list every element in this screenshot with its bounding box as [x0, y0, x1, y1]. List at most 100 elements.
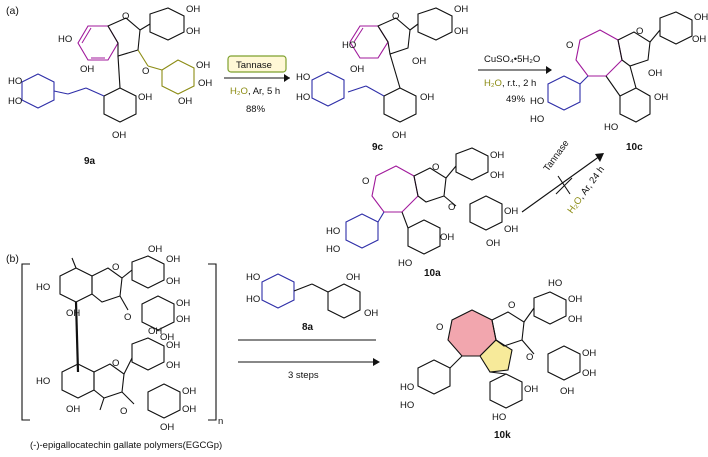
- atom-label: OH: [582, 348, 596, 359]
- atom-label: OH: [176, 314, 190, 325]
- atom-label: OH: [166, 254, 180, 265]
- polymer-subscript: n: [218, 416, 223, 427]
- atom-label: OH: [346, 272, 360, 283]
- atom-label: HO: [548, 278, 562, 289]
- structure-9a: [21, 7, 195, 123]
- atom-label: HO: [530, 96, 544, 107]
- atom-label: HO: [398, 258, 412, 269]
- structure-9c: [311, 7, 453, 123]
- structure-10c: [547, 11, 693, 123]
- atom-label: HO: [530, 114, 544, 125]
- panel-label-a: (a): [6, 5, 19, 17]
- atom-label: OH: [524, 384, 538, 395]
- structure-egcgp: [21, 255, 217, 421]
- atom-label: HO: [8, 76, 22, 87]
- tannase-box: [227, 55, 287, 73]
- tannase-label: Tannase: [236, 60, 272, 71]
- atom-label: O: [448, 202, 455, 213]
- atom-label: HO: [492, 412, 506, 423]
- atom-label: O: [508, 300, 515, 311]
- atom-label: OH: [80, 64, 94, 75]
- atom-label: OH: [66, 404, 80, 415]
- atom-label: OH: [166, 276, 180, 287]
- atom-label: OH: [160, 332, 174, 343]
- atom-label: OH: [654, 92, 668, 103]
- conditions-1: H₂O, Ar, 5 h: [230, 86, 280, 97]
- atom-label: OH: [182, 404, 196, 415]
- atom-label: O: [392, 11, 399, 22]
- conditions-2: H₂O, r.t., 2 h: [484, 78, 536, 89]
- compound-label-10a: 10a: [424, 268, 441, 279]
- conditions-3: H₂O, Ar, 24 h: [566, 164, 607, 215]
- atom-label: OH: [490, 150, 504, 161]
- structure-10a: [345, 147, 503, 255]
- atom-label: O: [112, 358, 119, 369]
- atom-label: OH: [694, 12, 708, 23]
- atom-label: HO: [604, 122, 618, 133]
- atom-label: OH: [198, 78, 212, 89]
- compound-label-9a: 9a: [84, 156, 96, 167]
- atom-label: HO: [326, 244, 340, 255]
- atom-label: O: [362, 176, 369, 187]
- blocked-cross: [557, 175, 571, 195]
- atom-label: OH: [504, 224, 518, 235]
- atom-label: OH: [486, 238, 500, 249]
- atom-label: OH: [148, 326, 162, 337]
- atom-label: HO: [296, 72, 310, 83]
- compound-label-10c: 10c: [626, 142, 643, 153]
- atom-label: O: [566, 40, 573, 51]
- compound-label-8a: 8a: [302, 322, 314, 333]
- atom-label: HO: [296, 92, 310, 103]
- atom-label: OH: [138, 92, 152, 103]
- atom-label: OH: [490, 170, 504, 181]
- atom-label: OH: [160, 422, 174, 433]
- atom-label: OH: [412, 56, 426, 67]
- atom-label: O: [436, 322, 443, 333]
- atom-label: HO: [246, 294, 260, 305]
- atom-label: HO: [58, 34, 72, 45]
- atom-label: HO: [342, 40, 356, 51]
- atom-label: O: [636, 26, 643, 37]
- atom-label: HO: [246, 272, 260, 283]
- atom-label: HO: [400, 382, 414, 393]
- atom-label: O: [120, 406, 127, 417]
- reagent-cuso4: CuSO₄•5H₂O: [484, 54, 540, 65]
- atom-label: OH: [182, 386, 196, 397]
- atom-label: O: [526, 352, 533, 363]
- atom-label: O: [122, 11, 129, 22]
- atom-label: O: [112, 262, 119, 273]
- atom-label: HO: [8, 96, 22, 107]
- yield-1: 88%: [246, 104, 266, 115]
- atom-label: OH: [454, 4, 468, 15]
- atom-label: OH: [648, 68, 662, 79]
- atom-label: OH: [166, 340, 180, 351]
- atom-label: OH: [582, 368, 596, 379]
- atom-label: OH: [350, 64, 364, 75]
- tannase-label-3: Tannase: [542, 138, 572, 174]
- atom-label: OH: [178, 96, 192, 107]
- atom-label: OH: [112, 130, 126, 141]
- atom-label: OH: [176, 298, 190, 309]
- panel-label-b: (b): [6, 253, 19, 265]
- atom-label: OH: [454, 26, 468, 37]
- atom-label: HO: [36, 282, 50, 293]
- atom-label: HO: [36, 376, 50, 387]
- atom-label: O: [142, 66, 149, 77]
- atom-label: OH: [148, 244, 162, 255]
- steps-label: 3 steps: [288, 370, 319, 381]
- atom-label: OH: [196, 60, 210, 71]
- compound-label-9c: 9c: [372, 142, 384, 153]
- atom-label: OH: [186, 26, 200, 37]
- atom-label: OH: [692, 34, 706, 45]
- atom-label: OH: [440, 232, 454, 243]
- atom-label: OH: [568, 294, 582, 305]
- atom-label: HO: [400, 400, 414, 411]
- compound-label-egcgp: (-)-epigallocatechin gallate polymers(EG…: [30, 440, 222, 451]
- structure-10k: [417, 291, 581, 409]
- atom-label: OH: [560, 386, 574, 397]
- atom-label: O: [124, 312, 131, 323]
- atom-label: OH: [166, 360, 180, 371]
- reaction-arrow-3: [521, 155, 601, 213]
- yield-2: 49%: [506, 94, 526, 105]
